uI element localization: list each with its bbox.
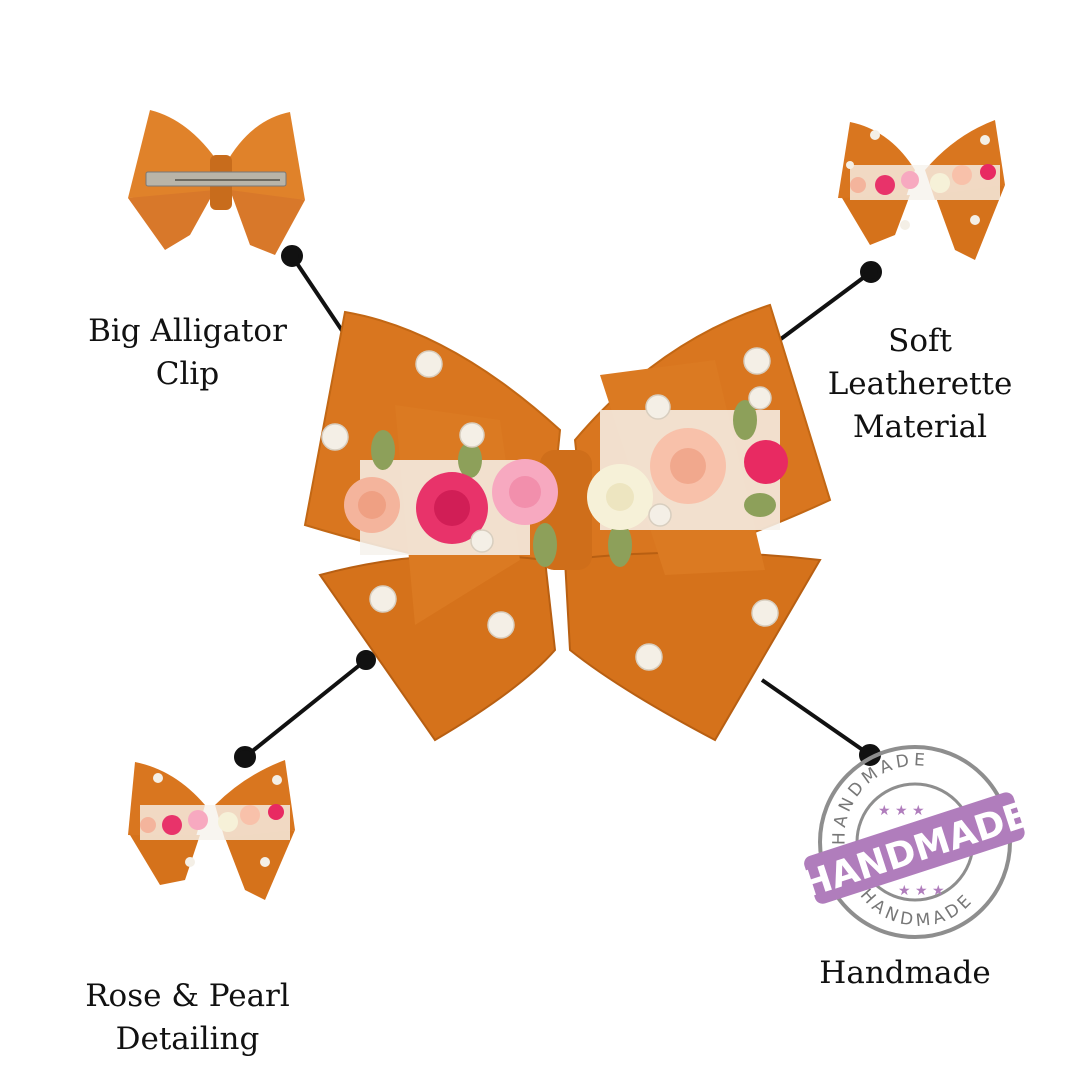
feature-line: Material bbox=[852, 409, 988, 445]
leader-dot-clip bbox=[281, 245, 303, 267]
handmade-stamp: HANDMADE HANDMADE ★ ★ ★ ★ ★ ★ HANDMADE bbox=[800, 745, 1030, 945]
bow-front-icon bbox=[838, 120, 1005, 260]
leader-line-detailing bbox=[243, 658, 368, 759]
feature-line: Detailing bbox=[115, 1021, 260, 1057]
feature-line: Soft bbox=[888, 323, 952, 359]
leader-dot-material bbox=[860, 261, 882, 283]
leader-line-material bbox=[764, 270, 873, 352]
svg-text:★ ★ ★: ★ ★ ★ bbox=[898, 883, 945, 899]
feature-line: Big Alligator bbox=[88, 313, 287, 349]
stamp-icon: HANDMADE HANDMADE ★ ★ ★ ★ ★ ★ HANDMADE bbox=[800, 745, 1030, 939]
feature-label-clip: Big Alligator Clip bbox=[70, 310, 305, 396]
feature-label-handmade: Handmade bbox=[790, 952, 1020, 995]
bow-front-icon bbox=[128, 760, 295, 900]
feature-line: Leatherette bbox=[827, 366, 1013, 402]
svg-text:★ ★ ★: ★ ★ ★ bbox=[878, 803, 925, 819]
alligator-clip-icon bbox=[128, 110, 305, 255]
feature-label-material: Soft Leatherette Material bbox=[800, 320, 1040, 449]
feature-label-detailing: Rose & Pearl Detailing bbox=[60, 975, 315, 1061]
feature-line: Clip bbox=[155, 356, 220, 392]
leader-line-clip bbox=[290, 254, 345, 334]
leader-dot-detailing bbox=[234, 746, 256, 768]
leader-dot-detailing-inner bbox=[356, 650, 376, 670]
bow-icon bbox=[303, 303, 832, 742]
feature-line: Handmade bbox=[819, 955, 991, 991]
leader-line-handmade bbox=[760, 678, 872, 757]
feature-line: Rose & Pearl bbox=[85, 978, 290, 1014]
